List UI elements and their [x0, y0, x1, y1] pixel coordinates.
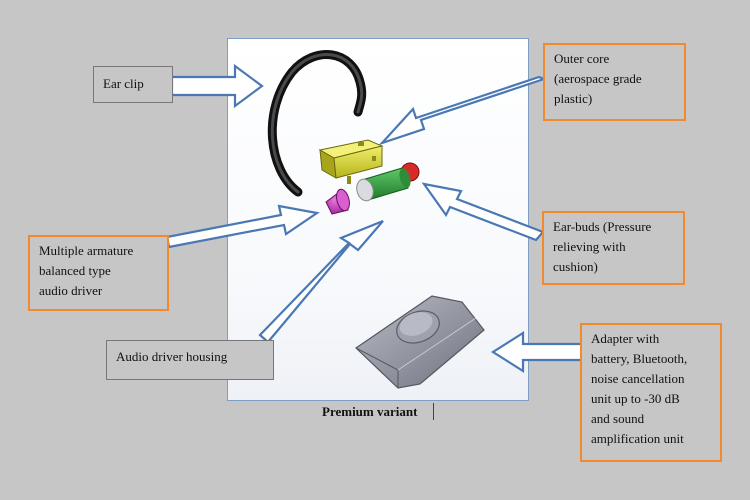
ear-bud-part: [356, 162, 420, 202]
arrow-ear-buds: [421, 182, 545, 242]
adapter-line-2: battery, Bluetooth,: [591, 351, 688, 366]
adapter-line-1: Adapter with: [591, 331, 660, 346]
caption: Premium variant: [322, 404, 418, 419]
outer-core-line-2: (aerospace grade: [554, 71, 642, 86]
ear-clip-label: Ear clip: [93, 66, 173, 103]
outer-core-line-1: Outer core: [554, 51, 610, 66]
armature-driver-part: [325, 188, 350, 215]
arrow-adapter: [490, 331, 584, 373]
armature-line-2: balanced type: [39, 263, 111, 278]
arrow-armature: [165, 204, 320, 249]
housing-label: Audio driver housing: [106, 340, 274, 380]
text-cursor: [433, 403, 434, 420]
adapter-label: Adapter with battery, Bluetooth, noise c…: [580, 323, 722, 462]
armature-line-3: audio driver: [39, 283, 103, 298]
arrow-ear-clip: [170, 63, 264, 109]
arrow-outer-core: [378, 75, 548, 146]
armature-label: Multiple armature balanced type audio dr…: [28, 235, 169, 311]
armature-line-1: Multiple armature: [39, 243, 134, 258]
ear-clip-label-text: Ear clip: [103, 76, 144, 91]
housing-label-text: Audio driver housing: [116, 349, 228, 364]
outer-core-line-3: plastic): [554, 91, 593, 106]
ear-buds-line-2: relieving with: [553, 239, 626, 254]
adapter-line-4: unit up to -30 dB: [591, 391, 680, 406]
ear-buds-label: Ear-buds (Pressure relieving with cushio…: [542, 211, 685, 285]
ear-buds-line-1: Ear-buds (Pressure: [553, 219, 652, 234]
outer-core-label: Outer core (aerospace grade plastic): [543, 43, 686, 121]
ear-buds-line-3: cushion): [553, 259, 598, 274]
adapter-part: [355, 295, 485, 389]
outer-core-part: [318, 139, 384, 184]
adapter-line-3: noise cancellation: [591, 371, 685, 386]
arrow-housing: [258, 219, 384, 344]
ear-clip-part: [267, 50, 367, 197]
adapter-line-6: amplification unit: [591, 431, 684, 446]
adapter-line-5: and sound: [591, 411, 645, 426]
